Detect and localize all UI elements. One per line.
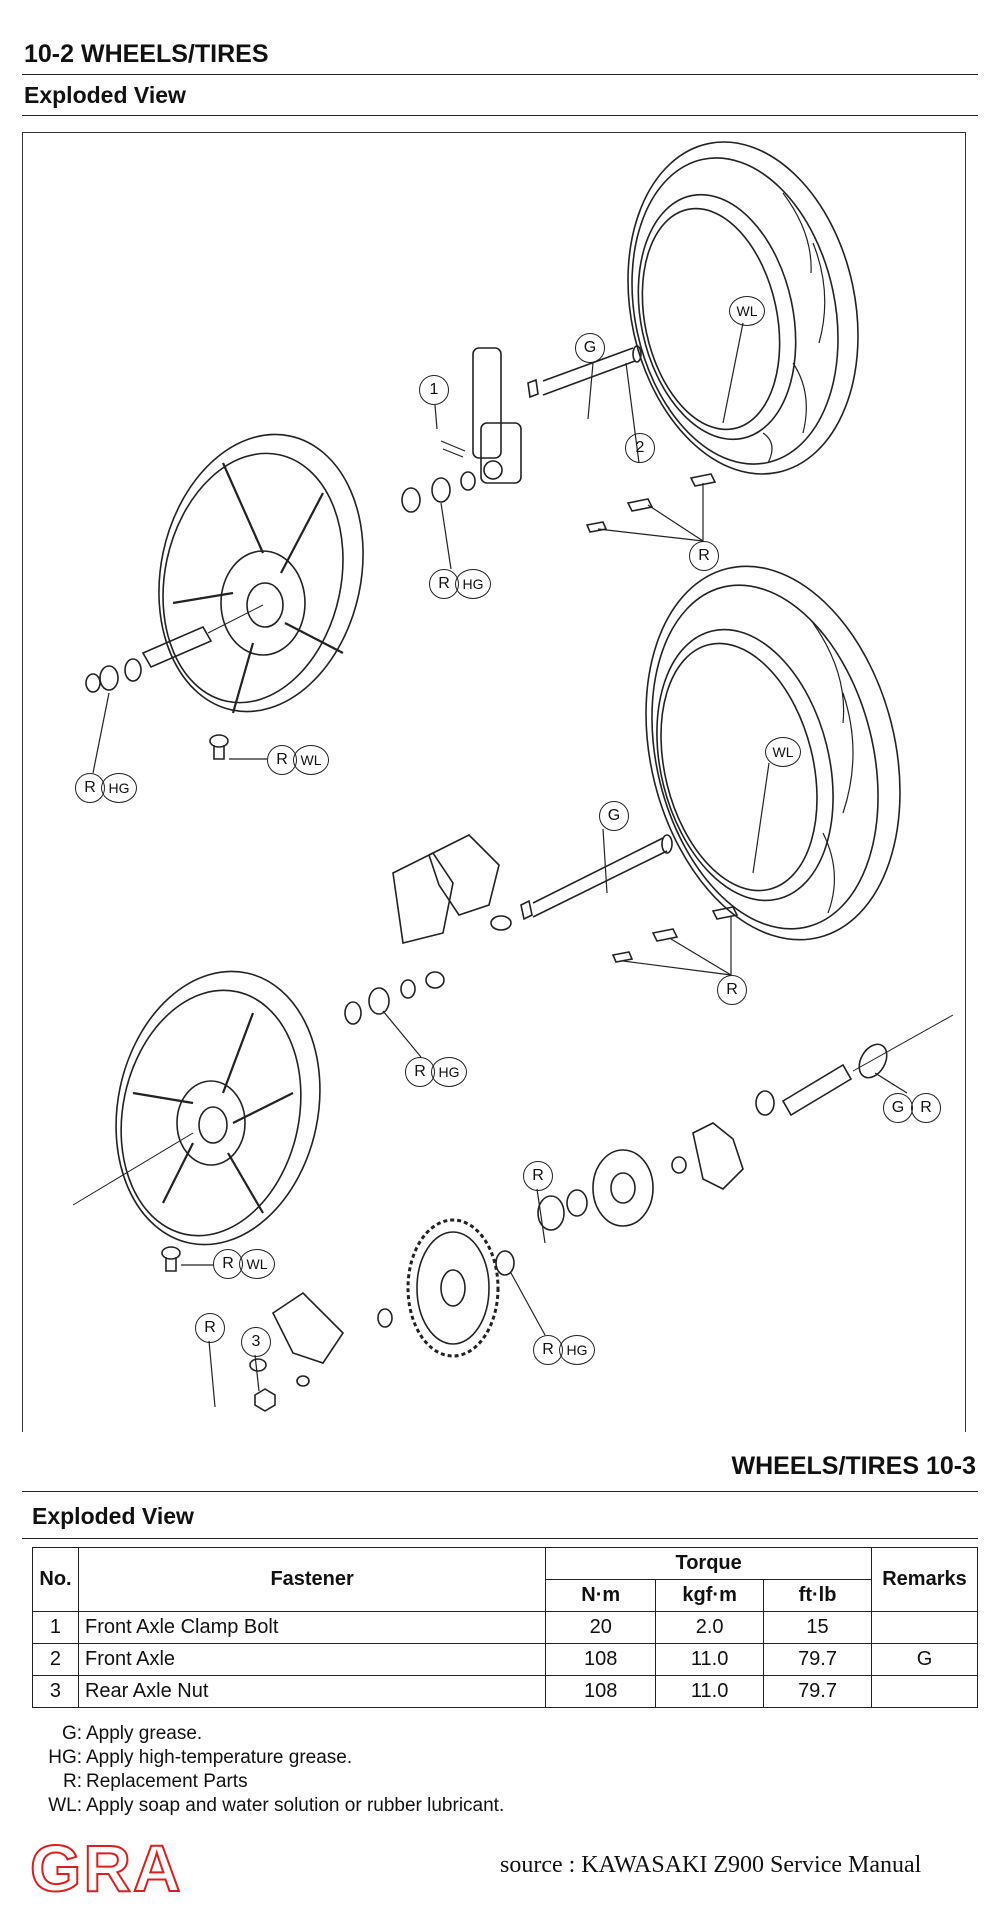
- source-credit: source : KAWASAKI Z900 Service Manual: [500, 1852, 922, 1878]
- header-rule-2: [22, 1491, 978, 1492]
- callout-r-rear-nut: R: [195, 1313, 225, 1343]
- rear-wheel: [72, 970, 321, 1246]
- note-code: R:: [63, 1771, 82, 1792]
- callout-2: 2: [625, 433, 655, 463]
- table-row: 2 Front Axle 108 11.0 79.7 G: [32, 1643, 979, 1676]
- cell-nm: 108: [545, 1675, 657, 1708]
- callout-hg-rear-bearing: HG: [431, 1057, 467, 1087]
- front-fork: [440, 347, 522, 484]
- callout-wl-front-valve: WL: [293, 745, 329, 775]
- rear-caliper-bracket: [392, 834, 512, 944]
- section-rule-2: [22, 1538, 978, 1539]
- cell-kgfm: 11.0: [655, 1675, 765, 1708]
- note-code: G:: [61, 1723, 82, 1744]
- note-item: HG:Apply high-temperature grease.: [30, 1746, 504, 1770]
- rear-valve: [161, 1246, 213, 1272]
- callout-wl-rear-valve: WL: [239, 1249, 275, 1279]
- front-bearings: [85, 471, 476, 693]
- rear-hub-bracket: [249, 1291, 345, 1412]
- callout-r-rear-weights: R: [717, 975, 747, 1005]
- callout-g-front-axle: G: [575, 333, 605, 363]
- cell-no: 3: [32, 1675, 79, 1708]
- callout-g-rear-oring: G: [883, 1093, 913, 1123]
- cell-nm: 108: [545, 1643, 657, 1676]
- cell-ftlb: 79.7: [763, 1643, 872, 1676]
- rear-axle: [520, 834, 673, 921]
- table-header-row: No. Fastener Torque Remarks: [32, 1547, 979, 1612]
- rear-coupling: [537, 1122, 744, 1231]
- front-valve: [209, 734, 267, 760]
- callout-r-circlip: R: [523, 1161, 553, 1191]
- cell-kgfm: 2.0: [655, 1611, 765, 1644]
- cell-no: 2: [32, 1643, 79, 1676]
- front-wheel: [158, 433, 364, 714]
- callout-3: 3: [241, 1327, 271, 1357]
- callout-g-rear-axle: G: [599, 801, 629, 831]
- callout-hg-sprocket-seal: HG: [559, 1335, 595, 1365]
- cell-nm: 20: [545, 1611, 657, 1644]
- cell-remarks: G: [870, 1643, 979, 1676]
- page-title-2: WHEELS/TIRES 10-3: [731, 1452, 977, 1480]
- callout-r-front-weights: R: [689, 541, 719, 571]
- cell-ftlb: 79.7: [763, 1675, 872, 1708]
- note-item: R:Replacement Parts: [30, 1770, 504, 1794]
- cell-fastener: Rear Axle Nut: [77, 1675, 547, 1708]
- section-rule: [22, 115, 978, 116]
- note-code: WL:: [48, 1795, 82, 1816]
- front-axle: [527, 345, 642, 399]
- header-remarks: Remarks: [870, 1547, 979, 1612]
- gra-logo: GRA: [29, 1830, 183, 1906]
- cell-remarks: [870, 1611, 979, 1644]
- page-title: 10-2 WHEELS/TIRES: [24, 40, 269, 68]
- header-no: No.: [32, 1547, 79, 1612]
- callout-1: 1: [419, 375, 449, 405]
- note-item: WL:Apply soap and water solution or rubb…: [30, 1794, 504, 1818]
- cell-fastener: Front Axle: [77, 1643, 547, 1676]
- rear-bearings: [344, 971, 954, 1117]
- section-title-2: Exploded View: [32, 1503, 194, 1529]
- note-item: G:Apply grease.: [30, 1722, 504, 1746]
- header-torque: Torque: [545, 1547, 872, 1580]
- cell-fastener: Front Axle Clamp Bolt: [77, 1611, 547, 1644]
- front-balance-weights: [585, 473, 717, 542]
- rear-sprocket: [377, 1218, 515, 1358]
- header-nm: N·m: [545, 1579, 657, 1612]
- note-text: Apply grease.: [86, 1723, 203, 1744]
- note-text: Replacement Parts: [86, 1771, 248, 1792]
- header-ftlb: ft·lb: [763, 1579, 872, 1612]
- callout-r-rear-oring: R: [911, 1093, 941, 1123]
- rear-tire: [645, 565, 901, 941]
- torque-table: No. Fastener Torque Remarks N·m kgf·m ft…: [32, 1547, 979, 1708]
- cell-ftlb: 15: [763, 1611, 872, 1644]
- callout-hg-front-bearing: HG: [455, 569, 491, 599]
- cell-remarks: [870, 1675, 979, 1708]
- note-text: Apply high-temperature grease.: [86, 1747, 353, 1768]
- header-rule: [22, 74, 978, 75]
- header-kgfm: kgf·m: [655, 1579, 765, 1612]
- section-title: Exploded View: [24, 82, 186, 108]
- exploded-view-diagram: 1 G 2 WL R R HG R HG R WL G WL R R HG G …: [22, 132, 966, 1432]
- cell-no: 1: [32, 1611, 79, 1644]
- table-row: 3 Rear Axle Nut 108 11.0 79.7: [32, 1675, 979, 1708]
- table-row: 1 Front Axle Clamp Bolt 20 2.0 15: [32, 1611, 979, 1644]
- legend-notes: G:Apply grease. HG:Apply high-temperatur…: [30, 1722, 504, 1818]
- callout-hg-front-seal: HG: [101, 773, 137, 803]
- note-text: Apply soap and water solution or rubber …: [86, 1795, 505, 1816]
- callout-wl-rear-tire: WL: [765, 737, 801, 767]
- callout-wl-front-tire: WL: [729, 296, 765, 326]
- note-code: HG:: [48, 1747, 82, 1768]
- rear-balance-weights: [611, 906, 739, 976]
- header-fastener: Fastener: [77, 1547, 547, 1612]
- front-tire: [627, 141, 859, 475]
- cell-kgfm: 11.0: [655, 1643, 765, 1676]
